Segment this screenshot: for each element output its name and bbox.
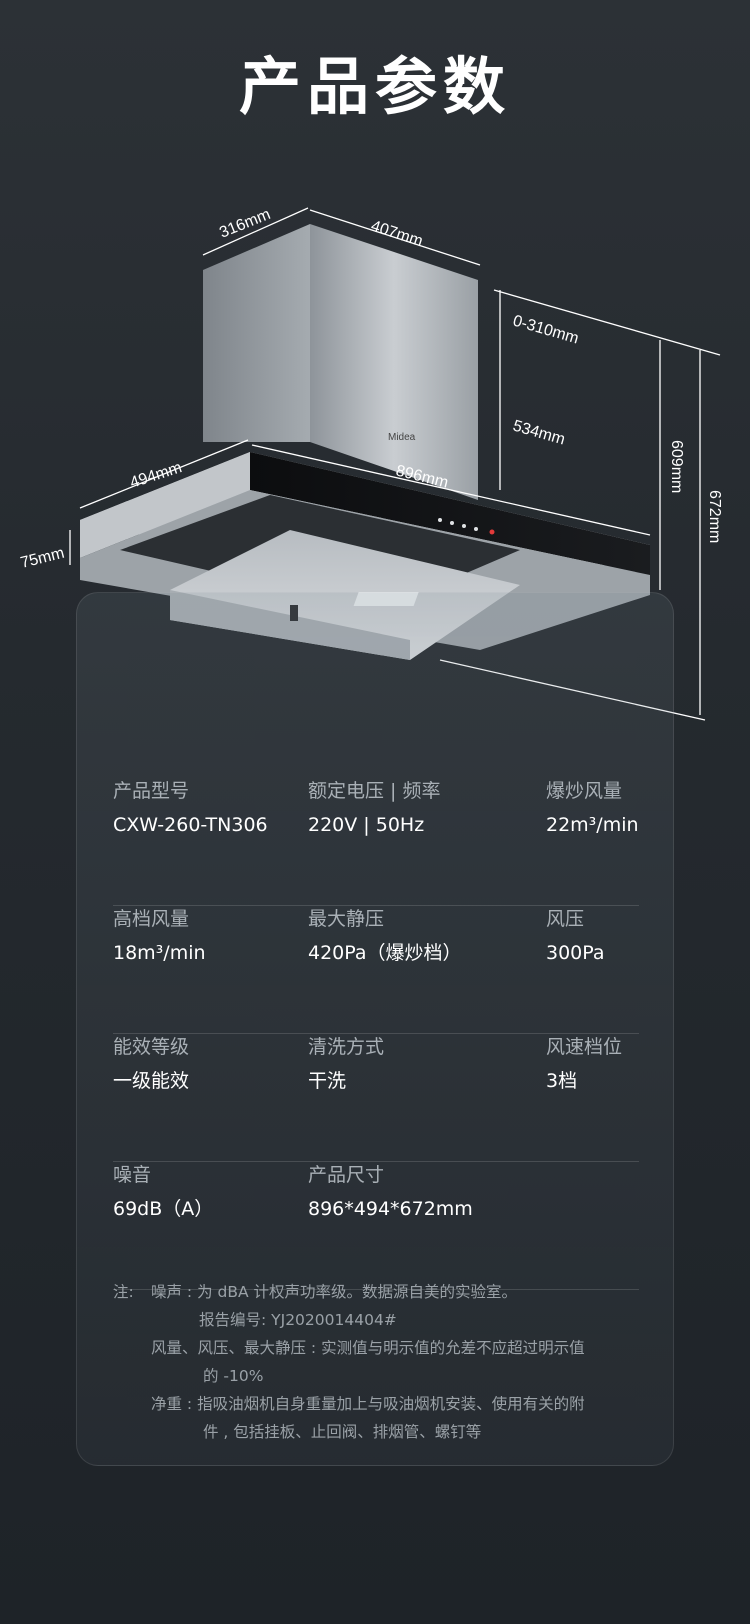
spec-cell: 风速档位 3档 [546, 1034, 622, 1094]
spec-label: 风压 [546, 908, 585, 930]
spec-label: 产品尺寸 [308, 1164, 385, 1186]
spec-cell: 爆炒风量 22m³/min [546, 778, 639, 838]
spec-row: 高档风量 18m³/min 最大静压 420Pa（爆炒档） 风压 300Pa [113, 906, 639, 1034]
spec-label: 高档风量 [113, 908, 190, 930]
spec-cell: 能效等级 一级能效 [113, 1034, 189, 1094]
spec-label: 最大静压 [308, 908, 385, 930]
spec-value: 18m³/min [113, 942, 206, 964]
spec-value: CXW-260-TN306 [113, 814, 268, 836]
spec-value: 一级能效 [113, 1070, 190, 1092]
spec-value: 420Pa（爆炒档） [308, 942, 462, 964]
spec-value: 220V | 50Hz [308, 814, 425, 836]
spec-value: 69dB（A） [113, 1198, 214, 1220]
spec-cell: 风压 300Pa [546, 906, 605, 966]
spec-value: 22m³/min [546, 814, 639, 836]
dimension-lines [69, 207, 721, 721]
spec-label: 噪音 [113, 1164, 152, 1186]
spec-label: 风速档位 [546, 1036, 623, 1058]
page-title: 产品参数 [238, 50, 511, 123]
control-panel [438, 518, 495, 535]
dim-height-min: 609mm [668, 440, 685, 493]
spec-label: 能效等级 [113, 1036, 190, 1058]
note-line: 净重 : 指吸油烟机自身重量加上与吸油烟机安装、使用有关的附 [151, 1395, 585, 1413]
range-hood-diagram: Midea 316mm 407mm 0-310mm 534mm 494 [19, 206, 723, 721]
brand-mark: Midea [388, 432, 416, 443]
spec-cell: 额定电压 | 频率 220V | 50Hz [308, 778, 440, 838]
spec-label: 清洗方式 [308, 1036, 385, 1058]
spec-value: 3档 [546, 1070, 578, 1092]
dim-chimney-width: 407mm [369, 218, 425, 251]
dim-chimney-height: 534mm [511, 418, 567, 449]
spec-row: 产品型号 CXW-260-TN306 额定电压 | 频率 220V | 50Hz… [113, 778, 639, 906]
dim-height-max: 672mm [706, 490, 723, 543]
hood-body [80, 452, 650, 660]
spec-grid: 产品型号 CXW-260-TN306 额定电压 | 频率 220V | 50Hz… [113, 778, 639, 1290]
dim-chimney-extension: 0-310mm [511, 313, 581, 348]
notes-label: 注: [113, 1283, 134, 1301]
spec-cell: 产品尺寸 896*494*672mm [308, 1162, 473, 1222]
note-line: 报告编号: YJ2020014404# [199, 1311, 397, 1329]
note-line: 的 -10% [203, 1367, 264, 1385]
spec-card: 产品型号 CXW-260-TN306 额定电压 | 频率 220V | 50Hz… [76, 592, 674, 1466]
spec-label: 产品型号 [113, 780, 190, 802]
spec-cell: 噪音 69dB（A） [113, 1162, 213, 1222]
spec-row: 能效等级 一级能效 清洗方式 干洗 风速档位 3档 [113, 1034, 639, 1162]
spec-cell: 最大静压 420Pa（爆炒档） [308, 906, 462, 966]
spec-value: 300Pa [546, 942, 605, 964]
spec-label: 爆炒风量 [546, 780, 623, 802]
chimney [203, 224, 478, 500]
dim-body-height: 75mm [19, 545, 66, 572]
spec-cell: 产品型号 CXW-260-TN306 [113, 778, 268, 838]
spec-cell: 清洗方式 干洗 [308, 1034, 384, 1094]
spec-value: 干洗 [308, 1070, 347, 1092]
spec-label: 额定电压 | 频率 [308, 780, 441, 802]
note-line: 噪声 : 为 dBA 计权声功率级。数据源自美的实验室。 [151, 1283, 518, 1301]
note-line: 件 , 包括挂板、止回阀、排烟管、螺钉等 [203, 1423, 482, 1441]
spec-cell: 高档风量 18m³/min [113, 906, 206, 966]
spec-row: 噪音 69dB（A） 产品尺寸 896*494*672mm [113, 1162, 639, 1290]
note-line: 风量、风压、最大静压 : 实测值与明示值的允差不应超过明示值 [151, 1339, 585, 1357]
spec-value: 896*494*672mm [308, 1198, 473, 1220]
